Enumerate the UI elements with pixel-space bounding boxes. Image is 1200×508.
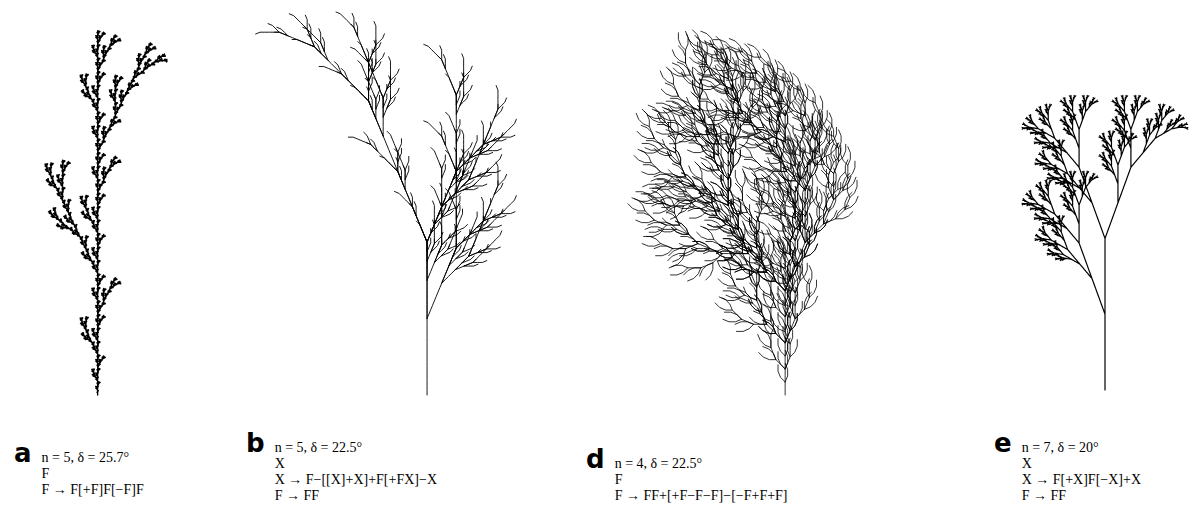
panel-caption: e n = 7, δ = 20°XX → F[+X]F[−X]+XF → FF	[994, 430, 1141, 504]
panel-letter: e	[994, 430, 1012, 456]
l-system-rule: X	[275, 456, 437, 472]
l-system-rule: X → F−[[X]+X]+F[+FX]−X	[275, 472, 437, 488]
l-system-rule: X	[1022, 456, 1141, 472]
rule-list: n = 5, δ = 22.5°XX → F−[[X]+X]+F[+FX]−XF…	[275, 440, 437, 504]
l-system-tree	[1022, 95, 1188, 390]
l-system-rule: F	[42, 466, 144, 482]
l-system-rule: n = 5, δ = 22.5°	[275, 440, 437, 456]
panel-letter: a	[14, 440, 32, 466]
l-system-rule: n = 5, δ = 25.7°	[42, 450, 144, 466]
panel-caption: b n = 5, δ = 22.5°XX → F−[[X]+X]+F[+FX]−X…	[246, 430, 437, 504]
l-system-rule: F → FF	[1022, 488, 1141, 504]
l-system-rule: n = 4, δ = 22.5°	[615, 456, 788, 472]
l-system-rule: n = 7, δ = 20°	[1022, 440, 1141, 456]
l-system-rule: X → F[+X]F[−X]+X	[1022, 472, 1141, 488]
panel-letter: d	[586, 446, 605, 472]
l-system-rule: F → F[+F]F[−F]F	[42, 482, 144, 498]
l-system-rule: F	[615, 472, 788, 488]
rule-list: n = 4, δ = 22.5°FF → FF+[+F−F−F]−[−F+F+F…	[615, 456, 788, 504]
l-system-tree	[256, 12, 517, 395]
l-system-tree	[45, 31, 167, 395]
panel-caption: d n = 4, δ = 22.5°FF → FF+[+F−F−F]−[−F+F+…	[586, 446, 788, 504]
rule-list: n = 7, δ = 20°XX → F[+X]F[−X]+XF → FF	[1022, 440, 1141, 504]
panel-caption: a n = 5, δ = 25.7°FF → F[+F]F[−F]F	[14, 440, 144, 498]
l-system-rule: F → FF	[275, 488, 437, 504]
panel-letter: b	[246, 430, 265, 456]
l-system-tree	[628, 30, 858, 395]
rule-list: n = 5, δ = 25.7°FF → F[+F]F[−F]F	[42, 450, 144, 498]
l-system-rule: F → FF+[+F−F−F]−[−F+F+F]	[615, 488, 788, 504]
